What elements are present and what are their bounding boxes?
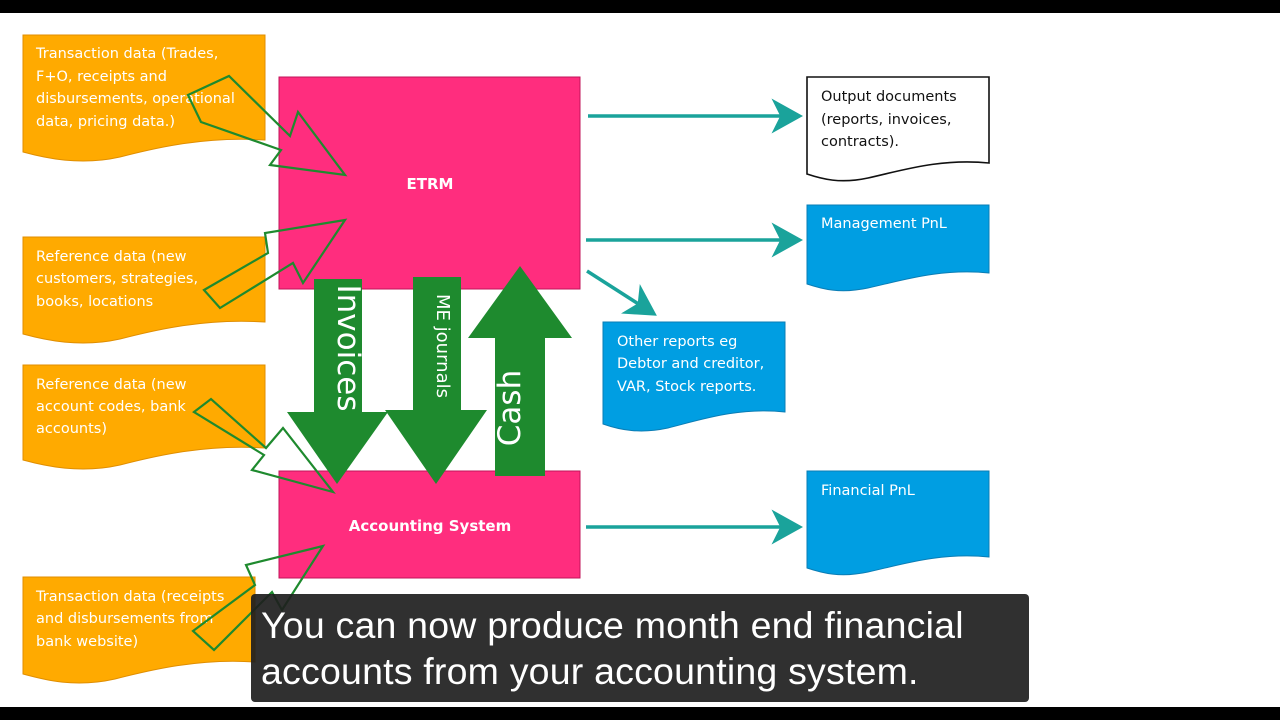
input-doc-reference-bottom: Reference data (new account codes, bank … — [22, 364, 266, 470]
output-doc-management-pnl: Management PnL — [806, 204, 990, 292]
flow-arrow-me-journals: ME journals — [385, 277, 487, 484]
input-line: customers, strategies, — [36, 271, 198, 287]
video-caption: You can now produce month end financial … — [251, 594, 1029, 702]
output-doc-financial-pnl: Financial PnL — [806, 470, 990, 576]
input-doc-transaction-bottom-text: Transaction data (receipts and disbursem… — [35, 589, 229, 650]
cash-label: Cash — [492, 370, 528, 446]
input-line: F+O, receipts and — [36, 69, 167, 85]
input-doc-reference-top-text: Reference data (new customers, strategie… — [36, 249, 203, 310]
input-doc-reference-bottom-text: Reference data (new account codes, bank … — [36, 377, 191, 437]
invoices-label: Invoices — [330, 285, 366, 412]
caption-line-2: accounts from your accounting system. — [261, 650, 919, 692]
input-line: accounts) — [36, 421, 107, 437]
flow-arrow-invoices: Invoices — [287, 279, 388, 484]
input-line: disbursements, operational — [36, 91, 235, 107]
accounting-system-box: Accounting System — [278, 470, 581, 579]
output-line: VAR, Stock reports. — [617, 379, 756, 395]
etrm-label: ETRM — [407, 175, 454, 193]
other-reports-text: Other reports eg Debtor and creditor, VA… — [617, 334, 769, 395]
me-journals-label: ME journals — [432, 294, 453, 398]
output-doc-other-reports: Other reports eg Debtor and creditor, VA… — [602, 321, 786, 432]
input-line: data, pricing data.) — [36, 114, 175, 130]
input-doc-transaction-top-text: Transaction data (Trades, F+O, receipts … — [35, 46, 239, 130]
input-arrow-transaction-bottom — [191, 544, 326, 652]
output-line: Output documents — [821, 89, 957, 105]
output-doc-output-documents: Output documents (reports, invoices, con… — [806, 76, 990, 182]
output-line: (reports, invoices, — [821, 112, 951, 128]
output-line: contracts). — [821, 134, 899, 150]
input-line: and disbursements from — [36, 611, 213, 627]
input-arrow-reference-bottom — [192, 397, 336, 494]
input-line: Transaction data (receipts — [35, 589, 224, 605]
input-doc-reference-top: Reference data (new customers, strategie… — [22, 236, 266, 344]
management-pnl-text: Management PnL — [821, 216, 947, 232]
output-line: Financial PnL — [821, 483, 915, 499]
input-line: bank website) — [36, 634, 138, 650]
input-doc-transaction-top: Transaction data (Trades, F+O, receipts … — [22, 34, 266, 162]
input-line: account codes, bank — [36, 399, 186, 415]
accounting-system-label: Accounting System — [349, 517, 512, 535]
output-line: Debtor and creditor, — [617, 356, 764, 372]
flow-arrow-cash: Cash — [468, 266, 572, 476]
etrm-box: ETRM — [278, 76, 581, 290]
output-line: Management PnL — [821, 216, 947, 232]
input-doc-transaction-bottom: Transaction data (receipts and disbursem… — [22, 576, 256, 684]
output-documents-text: Output documents (reports, invoices, con… — [821, 89, 961, 150]
input-line: Transaction data (Trades, — [35, 46, 218, 62]
input-line: Reference data (new — [36, 249, 187, 265]
input-arrow-reference-top — [202, 218, 348, 310]
caption-line-1: You can now produce month end financial — [261, 604, 964, 646]
input-arrow-transaction-top — [186, 74, 348, 177]
output-line: Other reports eg — [617, 334, 737, 350]
input-line: Reference data (new — [36, 377, 187, 393]
input-line: books, locations — [36, 294, 153, 310]
financial-pnl-text: Financial PnL — [821, 483, 915, 499]
connector-to-other-reports — [586, 269, 657, 316]
